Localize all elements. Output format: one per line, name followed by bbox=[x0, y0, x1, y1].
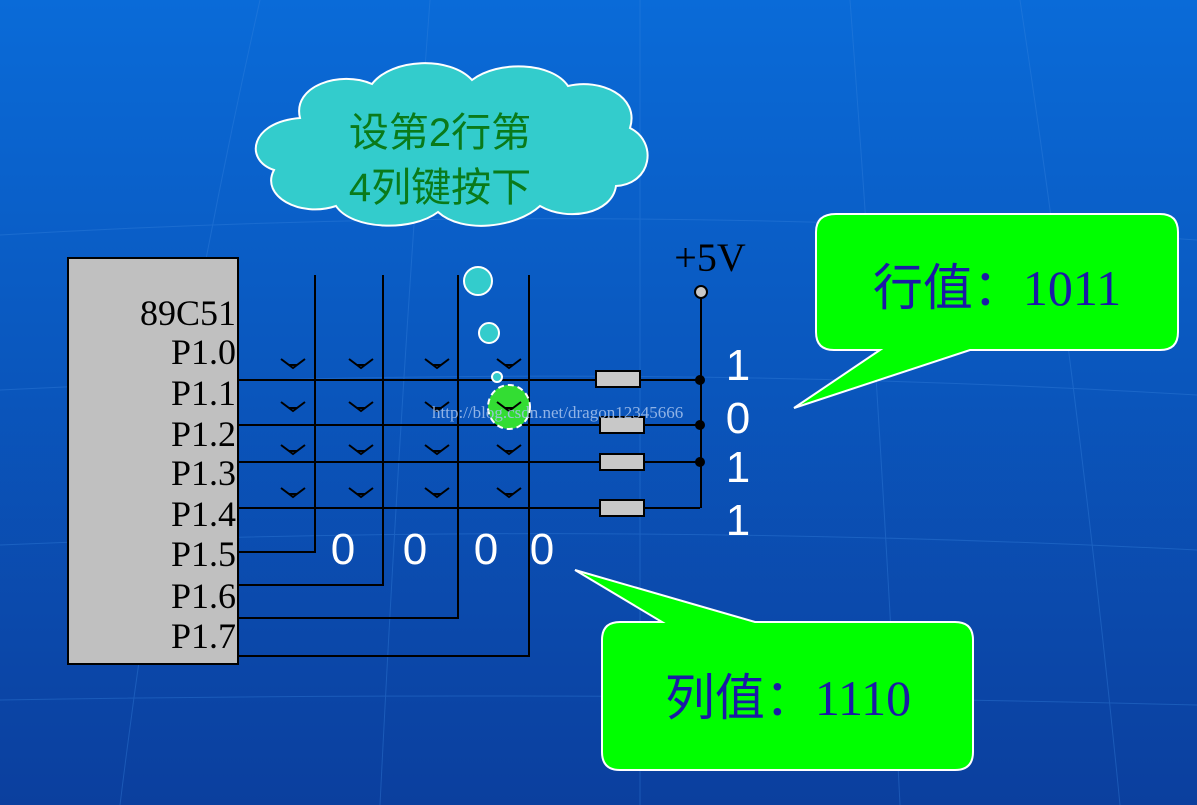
resistor-icon bbox=[599, 416, 645, 434]
switch-icon bbox=[280, 444, 306, 456]
row-value-digit: 0 bbox=[726, 394, 750, 443]
column-line-3 bbox=[238, 275, 459, 619]
pin-label: P1.5 bbox=[171, 534, 236, 574]
resistor-icon bbox=[599, 453, 645, 471]
column-callout-text: 列值：1110 bbox=[665, 670, 911, 726]
cloud-shape bbox=[254, 62, 649, 227]
pin-label: P1.7 bbox=[171, 616, 236, 656]
pin-label: P1.3 bbox=[171, 453, 236, 493]
pin-labels: P1.0P1.1P1.2P1.3P1.4P1.5P1.6P1.7 bbox=[171, 332, 236, 656]
switch-icon bbox=[348, 401, 374, 413]
resistor-icon bbox=[599, 499, 645, 517]
row-callout-text: 行值：1011 bbox=[873, 260, 1121, 316]
switch-icon bbox=[280, 487, 306, 499]
pin-label: P1.4 bbox=[171, 494, 236, 534]
switch-icon bbox=[348, 487, 374, 499]
pull-up-resistors bbox=[595, 370, 645, 517]
row-value-digit: 1 bbox=[726, 341, 750, 390]
pin-label: P1.0 bbox=[171, 332, 236, 372]
row-value-digit: 1 bbox=[726, 443, 750, 492]
cloud-bubble bbox=[491, 371, 503, 383]
switch-icon bbox=[348, 444, 374, 456]
switch-icon bbox=[424, 444, 450, 456]
switch-icon bbox=[424, 401, 450, 413]
column-line-1 bbox=[238, 275, 316, 553]
column-value-digit: 0 bbox=[530, 525, 554, 574]
junction-dot-icon bbox=[695, 375, 705, 385]
watermark: http://blog.csdn.net/dragon12345666 bbox=[432, 403, 683, 422]
column-callout-bubble bbox=[574, 569, 974, 771]
junctions bbox=[695, 375, 705, 467]
switch-icon bbox=[496, 358, 522, 370]
switch-icon bbox=[424, 487, 450, 499]
column-value-digit: 0 bbox=[331, 525, 355, 574]
pin-label: P1.6 bbox=[171, 576, 236, 616]
switch-icon bbox=[496, 401, 522, 413]
pin-label: P1.2 bbox=[171, 414, 236, 454]
row-value-callout: 行值：1011 bbox=[793, 213, 1179, 409]
junction-dot-icon bbox=[695, 420, 705, 430]
cloud-bubble bbox=[463, 266, 493, 296]
switch-icon bbox=[280, 358, 306, 370]
cloud-bubble bbox=[478, 322, 500, 344]
junction-dot-icon bbox=[695, 457, 705, 467]
pin-label: P1.1 bbox=[171, 373, 236, 413]
row-value-digit: 1 bbox=[726, 496, 750, 545]
switch-icon bbox=[496, 487, 522, 499]
switch-icon bbox=[496, 444, 522, 456]
supply-terminal-icon bbox=[694, 285, 708, 299]
supply-label: +5V bbox=[674, 235, 746, 280]
chip-body bbox=[67, 257, 239, 665]
chip-name: 89C51 bbox=[140, 293, 236, 333]
thought-cloud: 设第2行第 4列键按下 bbox=[254, 62, 649, 383]
switch-icon bbox=[424, 358, 450, 370]
column-line-2 bbox=[238, 275, 384, 586]
switch-icon bbox=[280, 401, 306, 413]
key-matrix bbox=[280, 358, 522, 499]
resistor-icon bbox=[595, 370, 641, 388]
switch-icon bbox=[348, 358, 374, 370]
column-value-callout: 列值：1110 bbox=[574, 569, 974, 771]
column-value-digit: 0 bbox=[474, 525, 498, 574]
column-value-digit: 0 bbox=[403, 525, 427, 574]
row-callout-bubble bbox=[793, 213, 1179, 409]
cloud-text-line-2: 4列键按下 bbox=[349, 166, 531, 210]
cloud-text-line-1: 设第2行第 bbox=[349, 111, 531, 155]
row-values: 1011 bbox=[726, 341, 750, 545]
